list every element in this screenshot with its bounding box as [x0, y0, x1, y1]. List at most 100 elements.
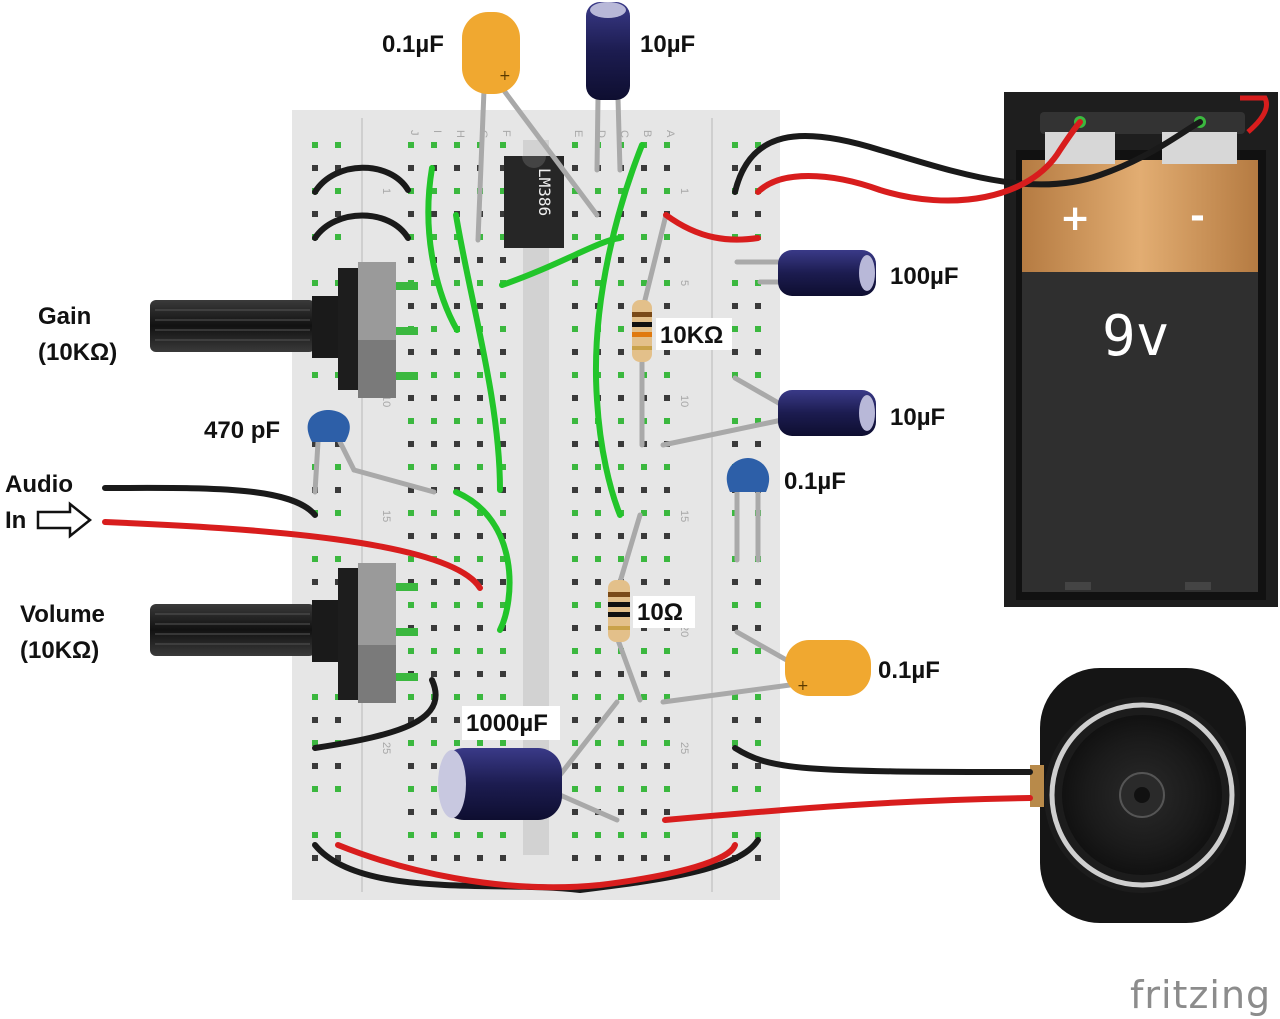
breadboard-hole — [595, 717, 601, 723]
breadboard-hole — [732, 211, 738, 217]
breadboard-hole — [755, 349, 761, 355]
breadboard-hole — [732, 717, 738, 723]
breadboard-hole — [572, 303, 578, 309]
breadboard-hole — [431, 763, 437, 769]
breadboard-hole — [732, 441, 738, 447]
breadboard-hole — [454, 418, 460, 424]
capacitor-1000uf — [438, 748, 562, 820]
breadboard-hole — [572, 602, 578, 608]
breadboard-hole — [500, 165, 506, 171]
lead-cap-top-tantalum-2 — [499, 85, 600, 218]
row-letter-b: B — [641, 130, 653, 137]
breadboard-hole — [641, 832, 647, 838]
wire-black-volume — [312, 677, 439, 751]
breadboard-hole — [664, 671, 670, 677]
capacitor-right-10uf — [778, 390, 876, 436]
breadboard-hole — [618, 395, 624, 401]
breadboard-hole — [454, 372, 460, 378]
potentiometer-gain-body-shade — [358, 340, 396, 398]
breadboard-hole — [664, 349, 670, 355]
breadboard-hole — [664, 142, 670, 148]
breadboard-hole — [454, 694, 460, 700]
breadboard-hole — [664, 303, 670, 309]
breadboard-hole — [454, 188, 460, 194]
breadboard-hole — [618, 487, 624, 493]
breadboard-hole — [477, 349, 483, 355]
breadboard-hole — [431, 671, 437, 677]
row-letter-j: J — [408, 130, 420, 136]
breadboard-hole — [454, 602, 460, 608]
breadboard-hole — [335, 142, 341, 148]
breadboard-hole — [335, 556, 341, 562]
breadboard-hole — [618, 303, 624, 309]
breadboard-hole — [454, 165, 460, 171]
breadboard-hole — [641, 717, 647, 723]
breadboard-hole — [335, 763, 341, 769]
row-letter-h: H — [454, 130, 466, 138]
resistor-10ohm-body — [608, 580, 630, 642]
breadboard-hole — [595, 694, 601, 700]
speaker-terminal-tab — [1030, 765, 1044, 807]
capacitor-470pf-body — [307, 410, 350, 442]
row-letter-e: E — [572, 130, 584, 137]
breadboard-hole — [595, 740, 601, 746]
breadboard-hole — [595, 441, 601, 447]
label-cap-1000uf-bg — [462, 706, 560, 740]
breadboard-hole — [664, 694, 670, 700]
breadboard-hole — [431, 740, 437, 746]
breadboard-hole — [408, 234, 414, 240]
breadboard-hole — [595, 855, 601, 861]
breadboard-hole — [477, 280, 483, 286]
breadboard-hole — [408, 142, 414, 148]
breadboard-hole — [335, 786, 341, 792]
breadboard-hole — [408, 809, 414, 815]
component-leads — [312, 85, 793, 823]
breadboard-hole — [664, 740, 670, 746]
resistor-10ohm-band-3 — [608, 612, 630, 617]
breadboard-hole — [641, 280, 647, 286]
breadboard-hole — [408, 533, 414, 539]
breadboard-hole — [477, 648, 483, 654]
green-jumpers — [425, 142, 645, 633]
breadboard-hole — [572, 832, 578, 838]
breadboard-hole — [664, 418, 670, 424]
capacitor-right-tantalum-body — [785, 640, 871, 696]
breadboard-hole — [618, 349, 624, 355]
breadboard-hole — [572, 487, 578, 493]
breadboard-hole — [755, 832, 761, 838]
potentiometer-gain-bushing — [338, 268, 360, 390]
potentiometer-gain-pin-3 — [396, 372, 418, 380]
breadboard-hole — [335, 234, 341, 240]
breadboard-hole — [500, 303, 506, 309]
speaker — [1030, 668, 1246, 923]
capacitor-right-10uf-end — [859, 395, 875, 431]
row-letter-c: C — [618, 130, 630, 138]
breadboard-hole — [618, 326, 624, 332]
capacitor-1000uf-end — [438, 750, 466, 818]
capacitor-right-10uf-body — [778, 390, 876, 436]
breadboard-hole — [431, 579, 437, 585]
breadboard-hole — [500, 441, 506, 447]
fritzing-logo: fritzing — [1130, 973, 1271, 1017]
jumper-green-2 — [453, 212, 503, 493]
breadboard-hole — [664, 533, 670, 539]
capacitor-top-electrolytic — [586, 2, 630, 100]
breadboard-hole — [641, 579, 647, 585]
ic-lm386: LM386 — [504, 156, 564, 248]
breadboard-hole — [618, 280, 624, 286]
lead-cap-470pf-2 — [337, 439, 357, 473]
breadboard-hole — [500, 602, 506, 608]
breadboard-hole — [408, 648, 414, 654]
breadboard-hole — [732, 280, 738, 286]
breadboard-hole — [755, 418, 761, 424]
breadboard-hole — [618, 671, 624, 677]
breadboard-hole — [641, 763, 647, 769]
breadboard-hole — [312, 832, 318, 838]
breadboard-hole — [500, 855, 506, 861]
breadboard-hole — [618, 855, 624, 861]
row-letter-i: I — [431, 130, 443, 133]
breadboard-hole — [641, 671, 647, 677]
breadboard-hole — [500, 395, 506, 401]
lead-cap-right-10uf-2 — [660, 417, 785, 448]
breadboard-hole — [572, 234, 578, 240]
